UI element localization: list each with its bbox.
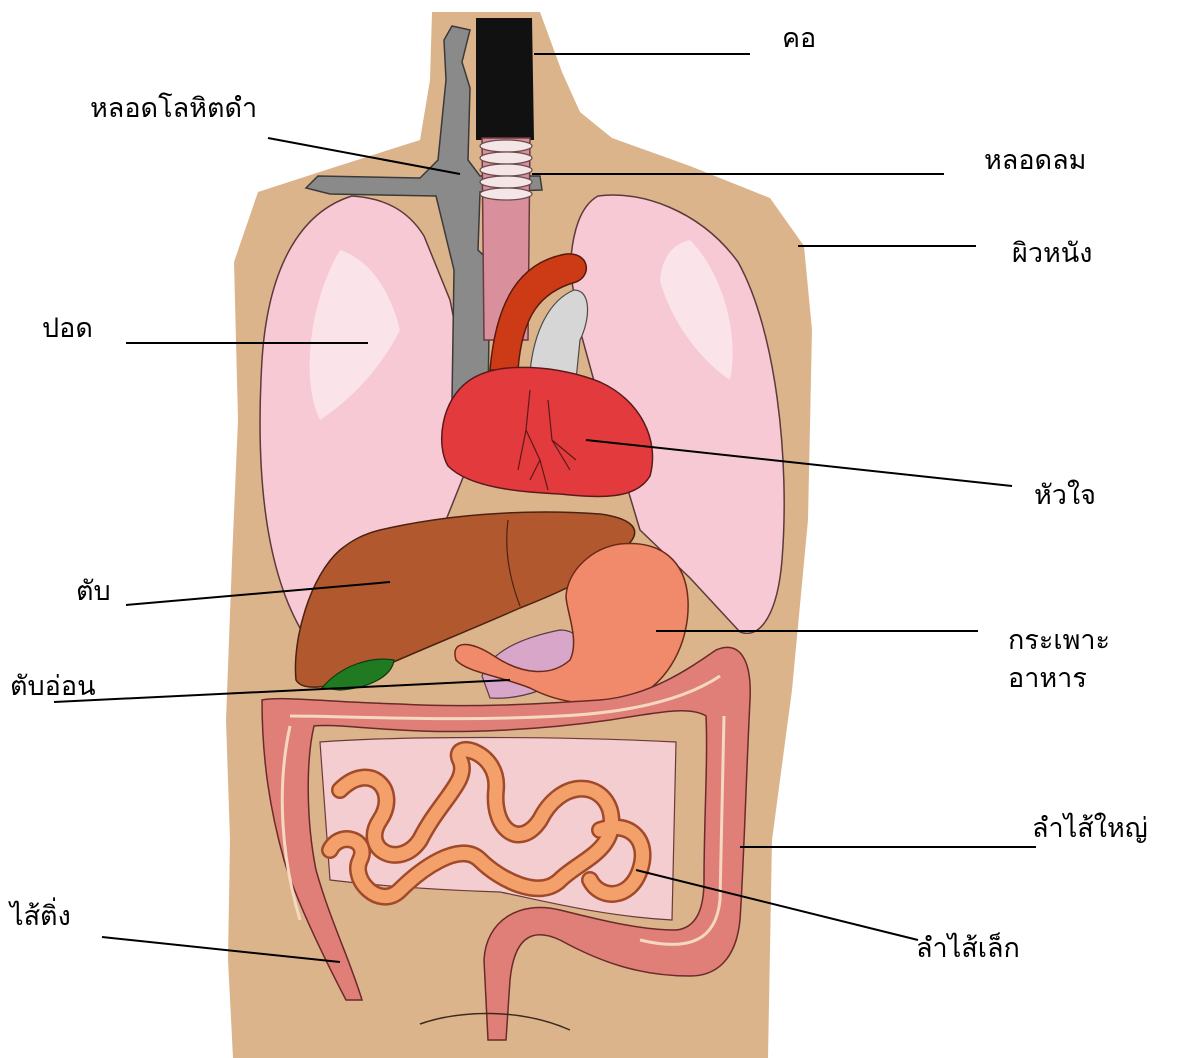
trachea-rings — [480, 140, 532, 200]
label-neck: คอ — [782, 22, 816, 56]
neck-esophagus — [476, 18, 534, 140]
label-vein: หลอดโลหิตดำ — [90, 92, 257, 126]
label-liver: ตับ — [76, 575, 111, 609]
label-lung: ปอด — [42, 312, 93, 346]
label-stomach-line2: อาหาร — [1008, 662, 1087, 696]
label-pancreas: ตับอ่อน — [10, 670, 96, 704]
label-large-intestine: ลำไส้ใหญ่ — [1032, 812, 1148, 846]
label-stomach-line1: กระเพาะ — [1008, 624, 1110, 658]
label-small-intestine: ลำไส้เล็ก — [916, 932, 1020, 966]
label-heart: หัวใจ — [1034, 479, 1096, 513]
label-skin: ผิวหนัง — [1012, 237, 1092, 271]
label-appendix: ไส้ติ่ง — [10, 900, 71, 934]
label-trachea: หลอดลม — [984, 144, 1086, 178]
